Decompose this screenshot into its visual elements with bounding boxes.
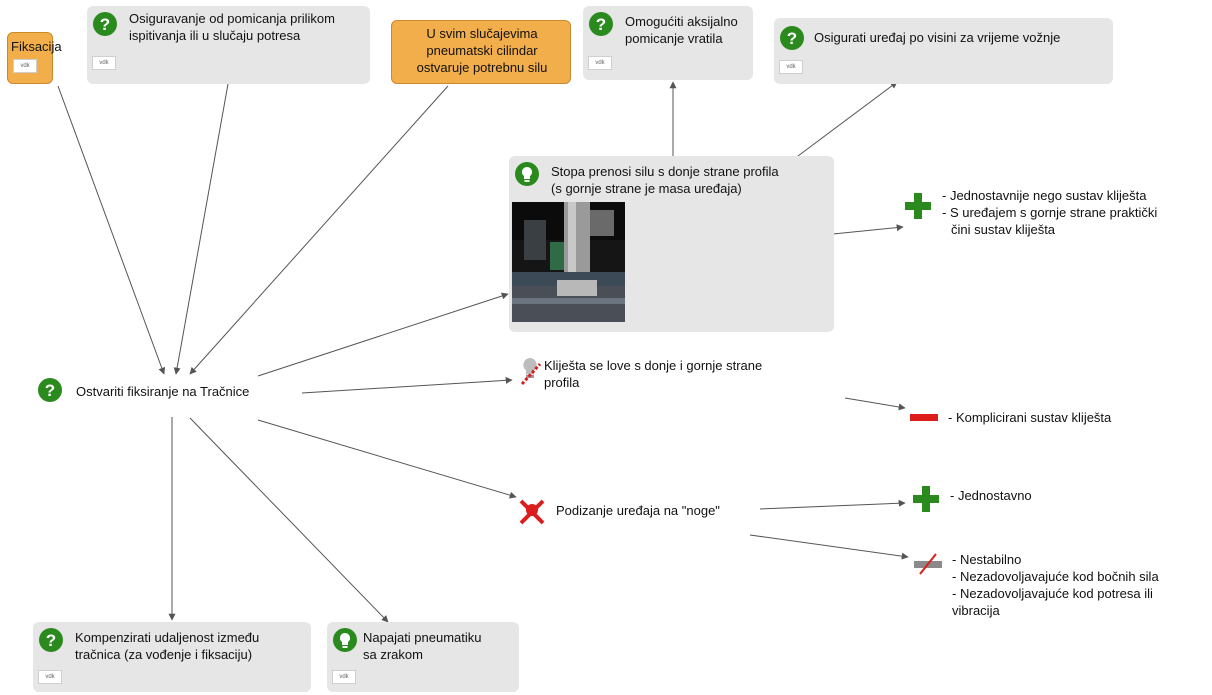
edge-podizanje-pro — [759, 499, 906, 510]
node-ostvariti-label: Ostvariti fiksiranje na Tračnice — [76, 384, 250, 399]
node-pneumatski-line3: ostvaruje potrebnu silu — [416, 60, 548, 75]
arg-pro-stopa-line3: čini sustav kliješta — [951, 222, 1056, 237]
arg-pro-podizanje-label: - Jednostavno — [950, 488, 1032, 503]
vdk-tag: vdk — [38, 670, 62, 684]
node-omoguciti[interactable]: ? Omogućiti aksijalno pomicanje vratila … — [583, 6, 753, 80]
node-stopa-line2: (s gornje strane je masa uređaja) — [551, 181, 742, 196]
lightbulb-icon — [515, 162, 539, 186]
node-osiguravanje[interactable]: ? Osiguravanje od pomicanja prilikom isp… — [87, 6, 370, 84]
svg-text:?: ? — [596, 15, 606, 34]
arg-pro-stopa-line2: - S uređajem s gornje strane praktički — [942, 205, 1158, 220]
node-osigurati-label: Osigurati uređaj po visini za vrijeme vo… — [814, 30, 1061, 45]
vdk-tag: vdk — [92, 56, 116, 70]
node-podizanje-label: Podizanje uređaja na "noge" — [556, 503, 720, 518]
node-ostvariti[interactable]: ? Ostvariti fiksiranje na Tračnice — [38, 378, 304, 408]
rejected-position-icon — [519, 499, 545, 525]
edge-fiksacija-ostvariti — [57, 85, 166, 375]
arg-pro-stopa[interactable]: - Jednostavnije nego sustav kliješta - S… — [905, 186, 1205, 246]
question-icon: ? — [39, 628, 63, 652]
question-icon: ? — [93, 12, 117, 36]
edge-osiguravanje-ostvariti — [173, 83, 229, 375]
rejected-minus-icon — [914, 553, 942, 575]
arg-con-podizanje[interactable]: - Nestabilno - Nezadovoljavajuće kod boč… — [914, 550, 1209, 626]
plus-icon — [913, 486, 939, 512]
node-pneumatski-line1: U svim slučajevima — [426, 26, 538, 41]
node-klijesta-line2: profila — [544, 375, 580, 390]
edge-stopa-pro — [832, 224, 904, 235]
node-omoguciti-line2: pomicanje vratila — [625, 31, 723, 46]
node-osiguravanje-line1: Osiguravanje od pomicanja prilikom — [129, 11, 335, 26]
node-omoguciti-line1: Omogućiti aksijalno — [625, 14, 738, 29]
arg-con-podizanje-line2: - Nezadovoljavajuće kod bočnih sila — [952, 569, 1159, 584]
node-osigurati[interactable]: ? Osigurati uređaj po visini za vrijeme … — [774, 18, 1113, 84]
edge-podizanje-con — [749, 534, 909, 560]
node-kompenzirati[interactable]: ? Kompenzirati udaljenost između tračnic… — [33, 622, 311, 692]
node-fiksacija-label: Fiksacija — [11, 39, 62, 54]
lightbulb-icon — [333, 628, 357, 652]
question-icon: ? — [589, 12, 613, 36]
node-klijesta-line1: Kliješta se love s donje i gornje strane — [544, 358, 763, 373]
node-klijesta[interactable]: Kliješta se love s donje i gornje strane… — [516, 356, 846, 398]
question-icon: ? — [38, 378, 62, 402]
vdk-tag: vdk — [779, 60, 803, 74]
node-napajati-line1: Napajati pneumatiku — [363, 630, 482, 645]
question-icon: ? — [780, 26, 804, 50]
vdk-tag: vdk — [588, 56, 612, 70]
node-kompenzirati-line2: tračnica (za vođenje i fiksaciju) — [75, 647, 253, 662]
edge-pneumatski-ostvariti — [189, 85, 449, 375]
arg-con-podizanje-line3: - Nezadovoljavajuće kod potresa ili — [952, 586, 1153, 601]
arg-pro-stopa-line1: - Jednostavnije nego sustav kliješta — [942, 188, 1147, 203]
node-napajati-line2: sa zrakom — [363, 647, 423, 662]
edge-stopa-osigurati — [797, 81, 898, 157]
device-render-image — [512, 202, 625, 322]
edge-klijesta-con — [844, 397, 906, 411]
vdk-tag: vdk — [13, 59, 37, 73]
node-pneumatski-line2: pneumatski cilindar — [426, 43, 538, 58]
svg-text:?: ? — [100, 15, 110, 34]
node-kompenzirati-line1: Kompenzirati udaljenost između — [75, 630, 260, 645]
svg-text:?: ? — [787, 29, 797, 48]
node-stopa-line1: Stopa prenosi silu s donje strane profil… — [551, 164, 779, 179]
arg-con-klijesta-label: - Komplicirani sustav kliješta — [948, 410, 1112, 425]
edge-ostvariti-napajati — [189, 417, 389, 623]
plus-icon — [905, 193, 931, 219]
node-fiksacija[interactable]: Fiksacija vdk — [7, 32, 62, 84]
arg-con-podizanje-line4: vibracija — [952, 603, 1000, 618]
node-pneumatski[interactable]: U svim slučajevima pneumatski cilindar o… — [391, 20, 571, 84]
edge-ostvariti-klijesta — [301, 376, 513, 394]
node-podizanje[interactable]: Podizanje uređaja na "noge" — [518, 498, 768, 526]
vdk-tag: vdk — [332, 670, 356, 684]
edge-ostvariti-stopa — [257, 292, 509, 377]
rejected-idea-icon — [520, 358, 542, 386]
svg-text:?: ? — [45, 381, 55, 400]
node-napajati[interactable]: Napajati pneumatiku sa zrakom vdk — [327, 622, 519, 692]
arg-pro-podizanje[interactable]: - Jednostavno — [913, 484, 1063, 514]
arg-con-klijesta[interactable]: - Komplicirani sustav kliješta — [910, 406, 1160, 430]
minus-icon — [910, 414, 938, 421]
arg-con-podizanje-line1: - Nestabilno — [952, 552, 1022, 567]
svg-text:?: ? — [46, 631, 56, 650]
node-osiguravanje-line2: ispitivanja ili u slučaju potresa — [129, 28, 301, 43]
edge-ostvariti-podizanje — [257, 419, 517, 499]
